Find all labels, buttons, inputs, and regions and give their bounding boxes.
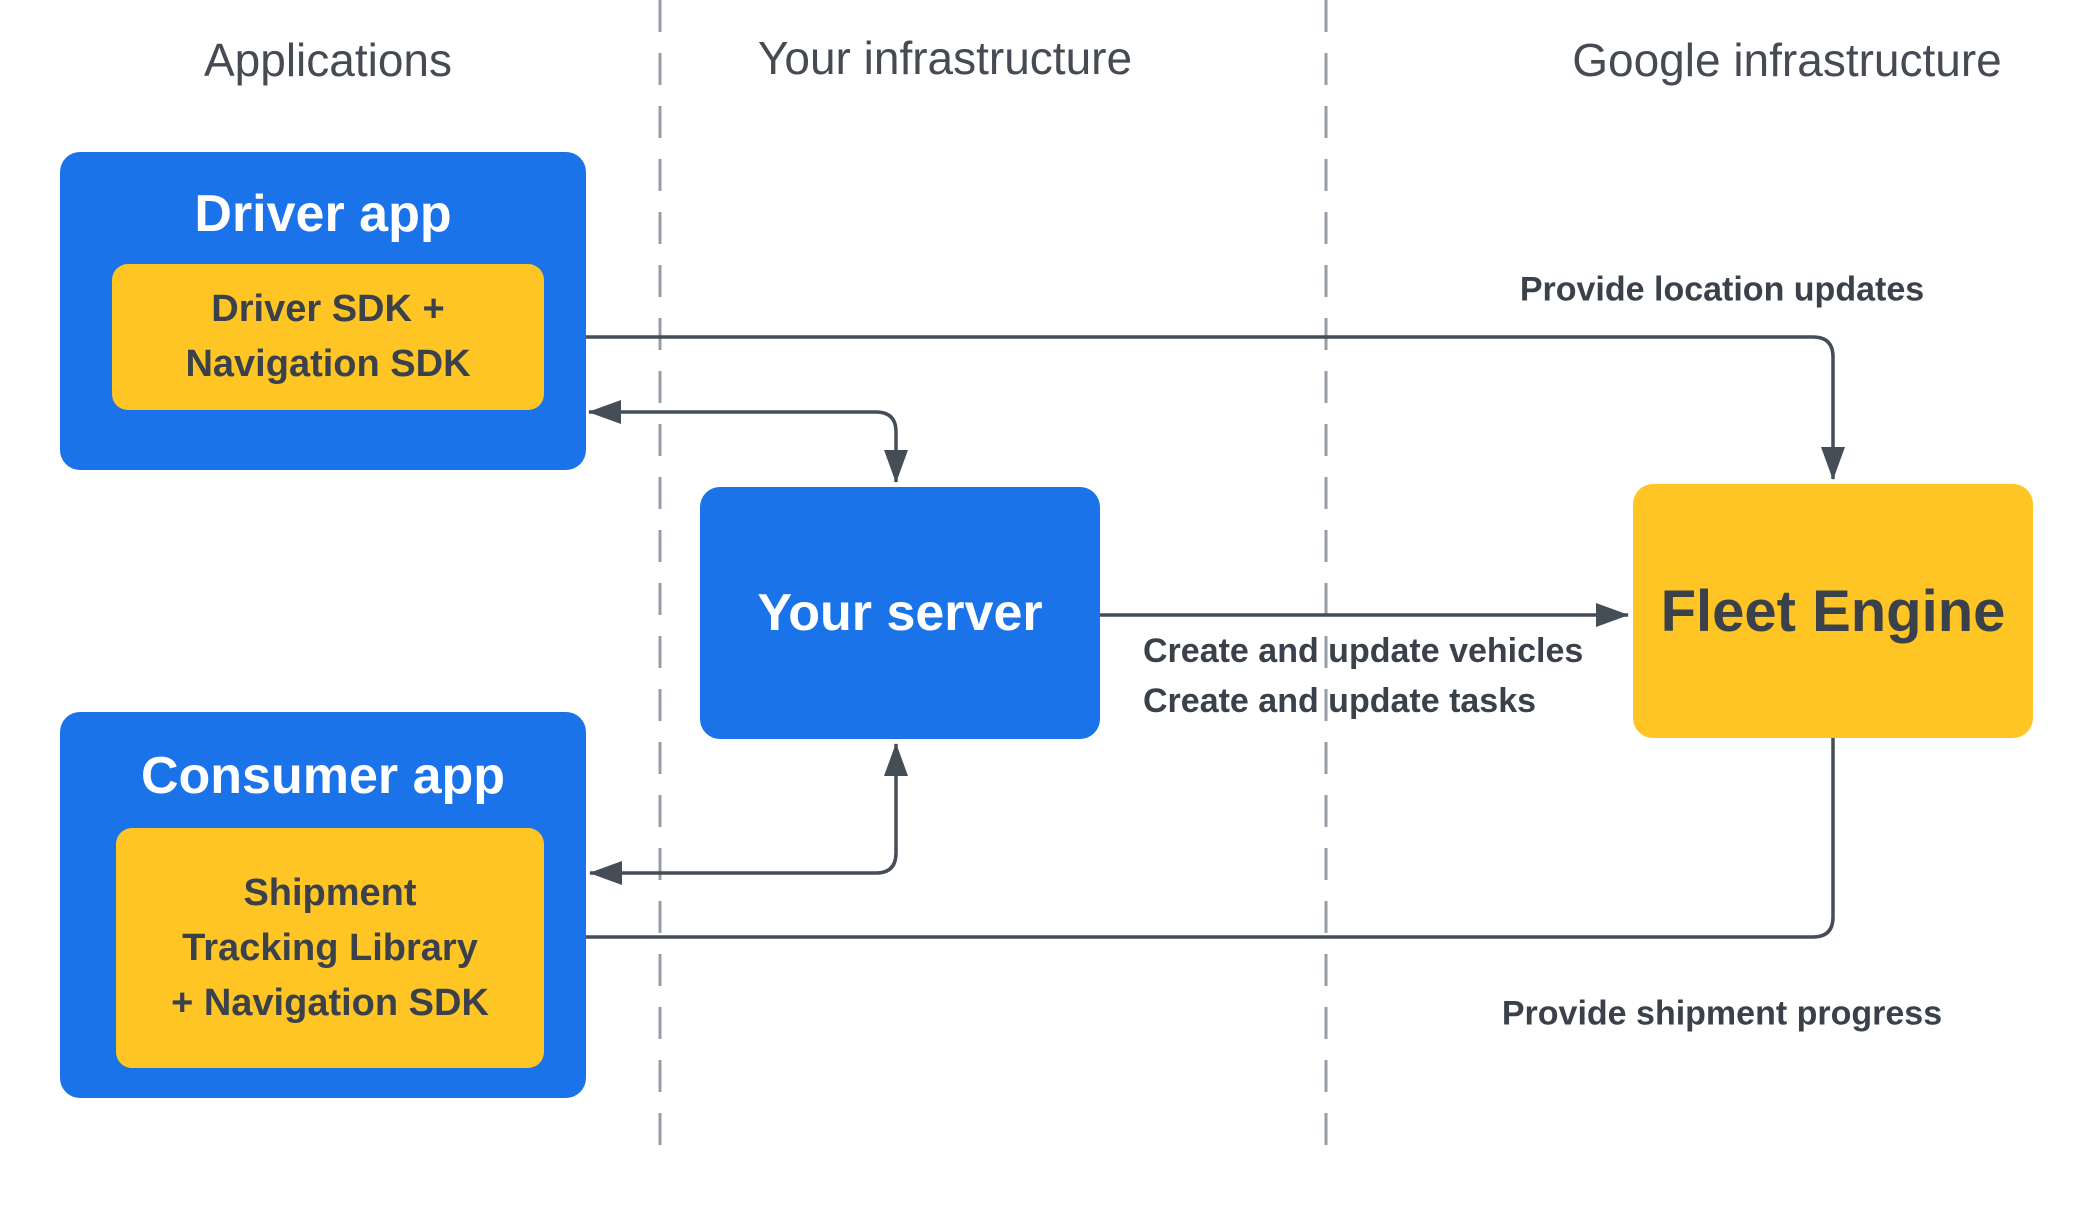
driver-app-box: Driver app Driver SDK + Navigation SDK [60,152,586,470]
shipment-library-label-line2: Tracking Library [182,926,478,969]
your-server-box: Your server [700,487,1100,739]
label-create-and-update-vehicles: Create and update vehicles [1143,632,1584,670]
driver-sdk-box: Driver SDK + Navigation SDK [112,264,544,410]
fleet-engine-title: Fleet Engine [1660,578,2006,644]
column-header-google-infrastructure: Google infrastructure [1572,34,2002,86]
arrow-provide-location-updates [546,325,1845,480]
shipment-library-label-line1: Shipment [243,871,417,914]
label-create-and-update-tasks: Create and update tasks [1143,682,1537,720]
your-server-title: Your server [757,584,1043,642]
driver-app-title: Driver app [194,185,452,243]
driver-sdk-label-line1: Driver SDK + [211,288,445,330]
column-header-applications: Applications [203,34,453,86]
arrow-your-server-consumer-app [589,743,908,885]
driver-sdk-label-line2: Navigation SDK [185,343,471,385]
fleet-engine-box: Fleet Engine [1633,484,2033,738]
arrow-driver-app-your-server [588,400,908,483]
shipment-library-label-line3: + Navigation SDK [171,981,489,1024]
label-provide-shipment-progress: Provide shipment progress [1501,994,1943,1033]
label-provide-location-updates: Provide location updates [1519,270,1925,309]
shipment-tracking-library-box: Shipment Tracking Library + Navigation S… [116,828,544,1068]
consumer-app-box: Consumer app Shipment Tracking Library +… [60,712,586,1098]
arrow-provide-shipment-progress [547,738,1835,949]
consumer-app-title: Consumer app [140,747,506,805]
column-header-your-infrastructure: Your infrastructure [757,32,1133,84]
